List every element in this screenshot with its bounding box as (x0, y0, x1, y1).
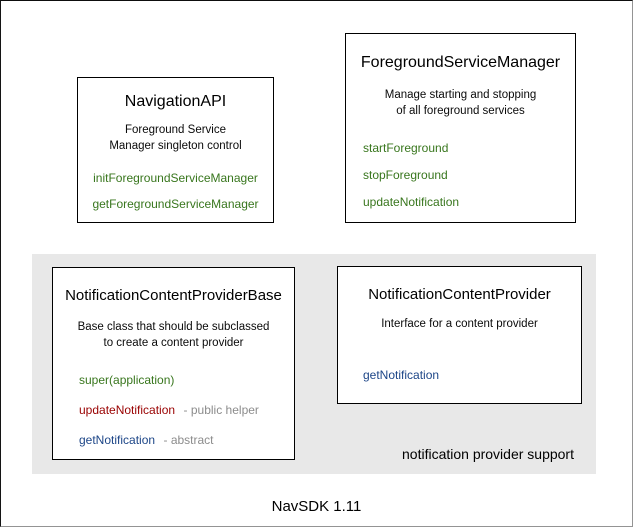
method-getNotification: getNotification (79, 432, 156, 447)
description-line: Interface for a content provider (381, 318, 538, 330)
method-startForeground: startForeground (363, 140, 449, 155)
method-initForegroundServiceManager: initForegroundServiceManager (93, 170, 258, 185)
class-title-notification-content-provider-base: NotificationContentProviderBase (65, 287, 282, 304)
method-updateNotification: updateNotification (363, 194, 460, 209)
class-box-navigation-api: NavigationAPI Foreground Service Manager… (77, 77, 274, 223)
method-row: super(application) (79, 371, 294, 389)
method-list: getNotification (338, 368, 581, 382)
class-title-foreground-service-manager: ForegroundServiceManager (360, 54, 561, 71)
method-note-abstract: - abstract (163, 432, 214, 447)
method-super-application: super(application) (79, 372, 175, 387)
class-description: Manage starting and stopping of all fore… (346, 87, 575, 120)
description-line: to create a content provider (103, 337, 244, 350)
method-stopForeground: stopForeground (363, 167, 448, 182)
method-list: initForegroundServiceManager getForegrou… (78, 171, 273, 211)
class-title-notification-content-provider: NotificationContentProvider (368, 286, 551, 303)
class-box-notification-content-provider-base: NotificationContentProviderBase Base cla… (52, 267, 295, 460)
method-getNotification: getNotification (363, 368, 440, 383)
sdk-version-label: NavSDK 1.11 (271, 498, 362, 515)
method-list: super(application) updateNotification - … (53, 371, 294, 449)
method-row: getNotification - abstract (79, 431, 294, 449)
method-note-public-helper: - public helper (183, 402, 259, 417)
group-label: notification provider support (402, 446, 574, 462)
method-updateNotification: updateNotification (79, 402, 176, 417)
class-description: Foreground Service Manager singleton con… (78, 122, 273, 155)
method-list: startForeground stopForeground updateNot… (346, 141, 575, 209)
class-box-foreground-service-manager: ForegroundServiceManager Manage starting… (345, 33, 576, 223)
class-title-navigation-api: NavigationAPI (124, 93, 227, 110)
description-line: Base class that should be subclassed (77, 321, 270, 333)
method-row: updateNotification - public helper (79, 401, 294, 419)
description-line: of all foreground services (396, 105, 525, 118)
description-line: Manager singleton control (109, 140, 242, 153)
method-getForegroundServiceManager: getForegroundServiceManager (92, 196, 259, 211)
class-description: Base class that should be subclassed to … (53, 319, 294, 352)
class-box-notification-content-provider: NotificationContentProvider Interface fo… (337, 266, 582, 404)
description-line: Manage starting and stopping (384, 89, 537, 101)
notification-provider-group: NotificationContentProviderBase Base cla… (32, 254, 596, 474)
description-line: Foreground Service (125, 124, 226, 136)
class-description: Interface for a content provider (338, 316, 581, 332)
